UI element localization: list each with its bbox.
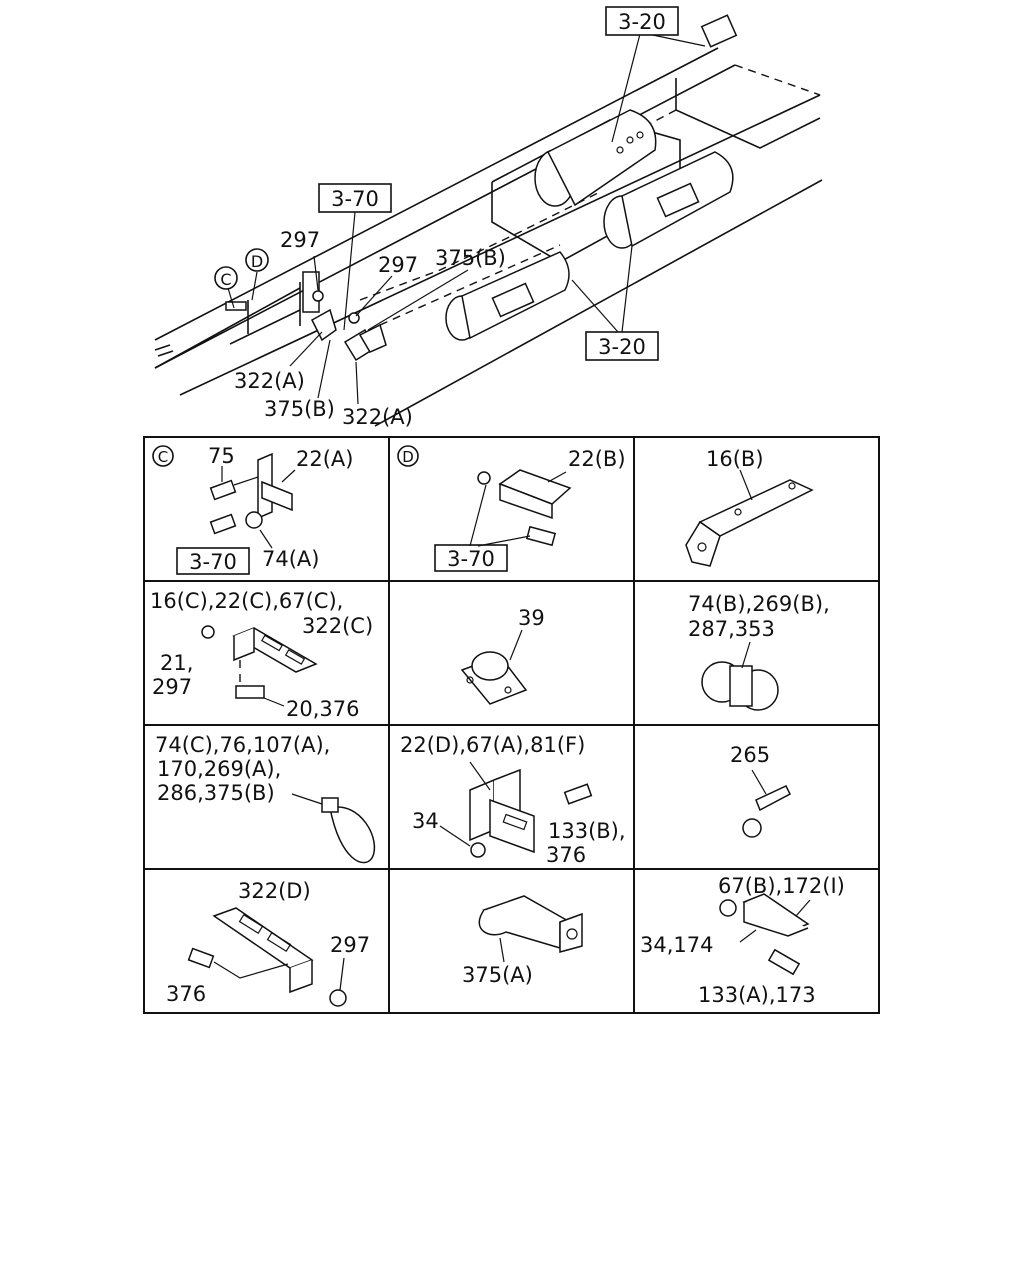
cell-265-label: 265 bbox=[730, 743, 770, 767]
callout-leaders bbox=[227, 33, 706, 405]
cell-11-label-133a: 133(A),173 bbox=[698, 983, 816, 1007]
grid-cell-d: D 22(B) 3-70 bbox=[397, 445, 626, 572]
grid-cell-16c: 16(C),22(C),67(C), 322(C) 21, 297 20,376 bbox=[150, 589, 373, 721]
chassis-frame-drawing bbox=[154, 14, 823, 427]
cell-11-label-line1: 67(B),172(I) bbox=[718, 874, 845, 898]
grid-cell-74c: 74(C),76,107(A), 170,269(A), 286,375(B) bbox=[155, 733, 376, 864]
cell-11-label-34-174: 34,174 bbox=[640, 933, 713, 957]
circle-d-letter: D bbox=[251, 252, 263, 271]
grid-cell-22d: 22(D),67(A),81(F) 34 133(B), 376 bbox=[400, 733, 626, 867]
cell-6-label-line3: 286,375(B) bbox=[157, 781, 275, 805]
cell-5-label-line2: 287,353 bbox=[688, 617, 775, 641]
cell-c-label-22a: 22(A) bbox=[296, 447, 353, 471]
cell-3-label-line1: 16(C),22(C),67(C), bbox=[150, 589, 343, 613]
circle-d-marker: D bbox=[245, 248, 269, 272]
label-297-a: 297 bbox=[280, 228, 320, 252]
grid-cell-39: 39 bbox=[460, 606, 545, 705]
grid-cell-16b: 16(B) bbox=[685, 447, 814, 567]
circle-c-letter: C bbox=[220, 270, 231, 289]
cell-c-label-74a: 74(A) bbox=[262, 547, 319, 571]
cell-39-label: 39 bbox=[518, 606, 545, 630]
circle-c-marker: C bbox=[214, 266, 238, 290]
cell-d-ref: 3-70 bbox=[447, 547, 495, 571]
grid-cell-375a: 375(A) bbox=[462, 895, 583, 987]
ref-top-label: 3-20 bbox=[618, 10, 666, 34]
label-297-b: 297 bbox=[378, 253, 418, 277]
cell-c-ref: 3-70 bbox=[189, 550, 237, 574]
cell-c-label-75: 75 bbox=[208, 444, 235, 468]
reference-box-top: 3-20 bbox=[605, 6, 679, 36]
cell-322d-label-297: 297 bbox=[330, 933, 370, 957]
grid-cell-c: C 75 22(A) 74(A) 3-70 bbox=[152, 444, 353, 575]
cell-7-label-34: 34 bbox=[412, 809, 439, 833]
cell-d-label-22b: 22(B) bbox=[568, 447, 626, 471]
cell-7-label-line1: 22(D),67(A),81(F) bbox=[400, 733, 585, 757]
label-322a-right: 322(A) bbox=[342, 405, 413, 429]
grid-cell-265: 265 bbox=[730, 743, 791, 838]
grid-cell-322d: 322(D) 297 376 bbox=[166, 879, 370, 1007]
ref-left-label: 3-70 bbox=[331, 187, 379, 211]
cell-6-label-line2: 170,269(A), bbox=[157, 757, 281, 781]
cell-322d-label-376: 376 bbox=[166, 982, 206, 1006]
reference-box-bottom-right: 3-20 bbox=[585, 331, 659, 361]
reference-box-left: 3-70 bbox=[318, 183, 392, 213]
cell-5-label-line1: 74(B),269(B), bbox=[688, 592, 830, 616]
cell-3-label-20-376: 20,376 bbox=[286, 697, 359, 721]
parts-grid bbox=[143, 436, 880, 1014]
cell-7-label-376: 376 bbox=[546, 843, 586, 867]
grid-cell-74b: 74(B),269(B), 287,353 bbox=[688, 592, 830, 711]
cell-3-label-297: 297 bbox=[152, 675, 192, 699]
cell-322d-label: 322(D) bbox=[238, 879, 311, 903]
cell-16b-label: 16(B) bbox=[706, 447, 764, 471]
grid-cell-67b: 67(B),172(I) 34,174 133(A),173 bbox=[640, 874, 845, 1007]
cell-3-label-21: 21, bbox=[160, 651, 193, 675]
cell-7-label-133b: 133(B), bbox=[548, 819, 626, 843]
label-375b-bottom: 375(B) bbox=[264, 397, 335, 421]
cell-375a-label: 375(A) bbox=[462, 963, 533, 987]
cell-d-circle-letter: D bbox=[402, 448, 414, 466]
ref-bottom-right-label: 3-20 bbox=[598, 335, 646, 359]
cell-c-circle-letter: C bbox=[158, 448, 168, 466]
label-375b-top: 375(B) bbox=[435, 246, 506, 270]
label-322a-left: 322(A) bbox=[234, 369, 305, 393]
cell-3-label-322c: 322(C) bbox=[302, 614, 373, 638]
cell-6-label-line1: 74(C),76,107(A), bbox=[155, 733, 330, 757]
